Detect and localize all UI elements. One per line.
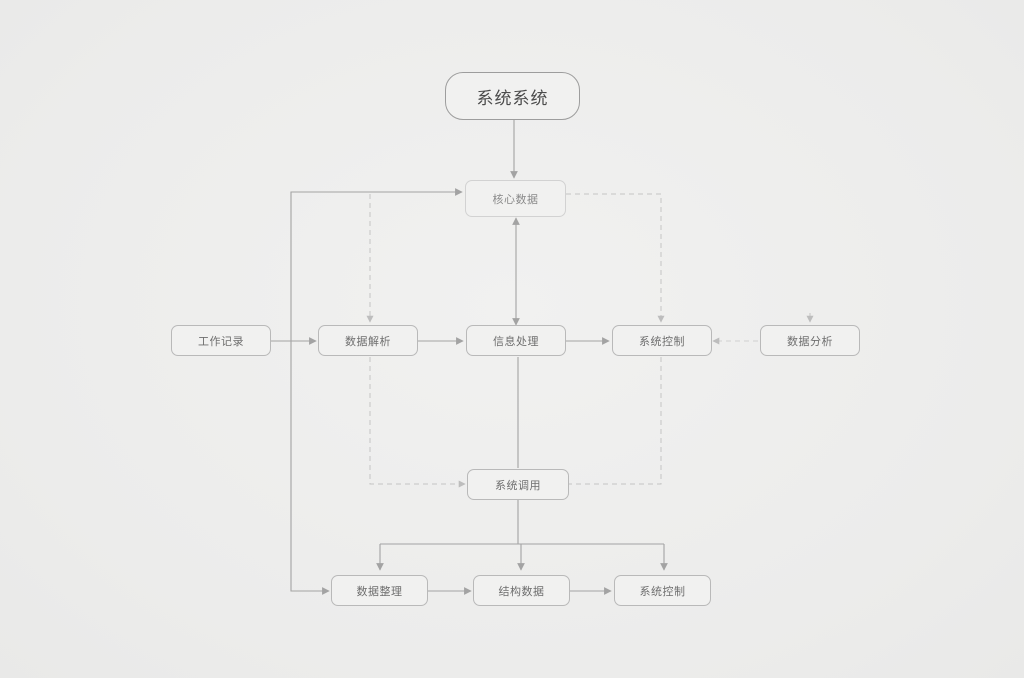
edge-dashed-parse-to-call — [369, 357, 466, 488]
root-node-label: 系统系统 — [476, 88, 549, 109]
root-node: 系统系统 — [445, 72, 580, 120]
system-call-node-label: 系统调用 — [495, 478, 541, 492]
work-record-node-label: 工作记录 — [198, 334, 244, 348]
work-record-node: 工作记录 — [171, 325, 271, 356]
system-control-node: 系统控制 — [612, 325, 712, 356]
info-process-node: 信息处理 — [466, 325, 566, 356]
edge-dashed-control-to-call — [569, 357, 662, 485]
structured-data-node-label: 结构数据 — [498, 584, 545, 598]
edge-record-to-bottom — [290, 341, 330, 595]
system-control-bottom-node-label: 系统控制 — [639, 584, 686, 598]
info-process-node-label: 信息处理 — [493, 334, 539, 348]
data-parse-node-label: 数据解析 — [345, 334, 391, 348]
data-organize-node: 数据整理 — [331, 575, 428, 606]
structured-data-node: 结构数据 — [473, 575, 570, 606]
data-analysis-node-label: 数据分析 — [787, 334, 833, 348]
data-organize-node-label: 数据整理 — [356, 584, 403, 598]
system-call-node: 系统调用 — [467, 469, 569, 500]
edge-call-split — [380, 500, 664, 545]
data-analysis-node: 数据分析 — [760, 325, 860, 356]
edge-dashed-core-to-control — [566, 193, 665, 323]
system-control-node-label: 系统控制 — [639, 334, 685, 348]
system-control-bottom-node: 系统控制 — [614, 575, 711, 606]
edge-record-trunk — [271, 192, 462, 342]
core-data-node: 核心数据 — [465, 180, 566, 217]
data-parse-node: 数据解析 — [318, 325, 418, 356]
core-data-node-label: 核心数据 — [492, 192, 539, 206]
